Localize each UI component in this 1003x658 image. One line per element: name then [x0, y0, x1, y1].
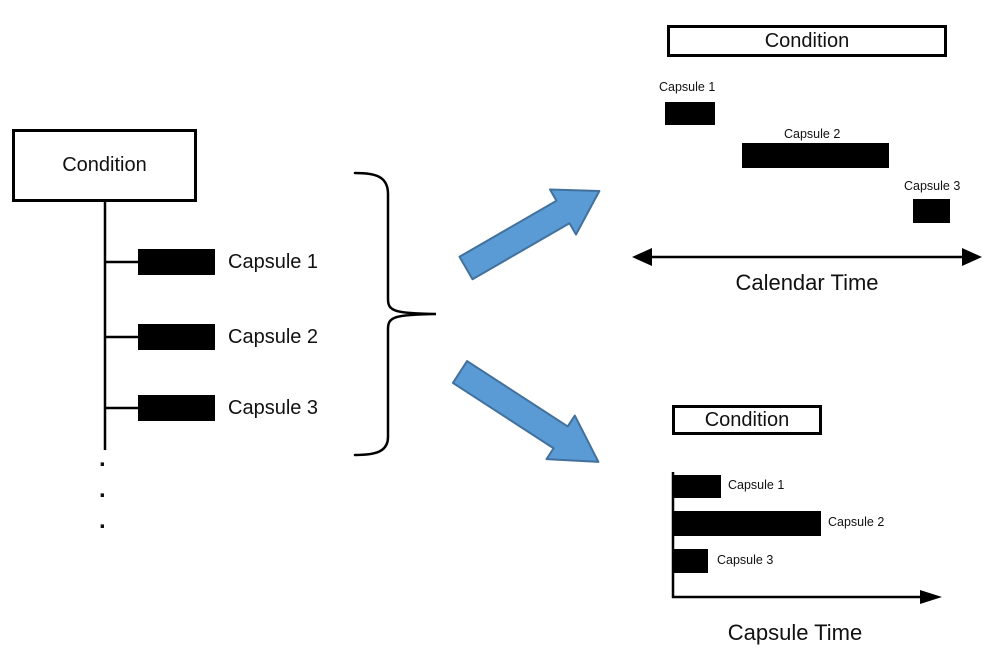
condition-label-capsule: Condition	[704, 408, 790, 431]
ellipsis-dot-3: .	[99, 507, 106, 534]
capsule-bar-capsuletime-3	[673, 549, 708, 573]
condition-box-left: Condition	[12, 129, 197, 202]
condition-box-capsule: Condition	[672, 405, 822, 435]
capsule-time-axis-arrowhead-icon	[920, 590, 942, 604]
capsule-bar-tree-1	[138, 249, 215, 275]
capsule-label-calendar-1: Capsule 1	[659, 80, 716, 94]
capsule-bar-capsuletime-1	[673, 475, 721, 498]
blue-arrow-down-right-icon	[451, 360, 600, 463]
capsule-bar-tree-2	[138, 324, 215, 350]
capsule-bar-capsuletime-2	[673, 511, 821, 536]
blue-arrow-up-right-icon	[458, 188, 601, 281]
capsule-label-tree-2: Capsule 2	[228, 326, 319, 348]
capsule-label-capsuletime-2: Capsule 2	[828, 515, 885, 529]
calendar-time-label: Calendar Time	[735, 270, 879, 295]
capsule-label-capsuletime-1: Capsule 1	[728, 478, 785, 492]
capsule-bar-calendar-1	[665, 102, 715, 125]
ellipsis-dot-2: .	[99, 476, 106, 503]
condition-box-calendar: Condition	[667, 25, 947, 57]
condition-label-calendar: Condition	[764, 29, 850, 52]
capsule-label-calendar-2: Capsule 2	[784, 127, 841, 141]
grouping-brace	[353, 171, 437, 457]
capsule-label-tree-1: Capsule 1	[228, 251, 319, 273]
ellipsis-dot-1: .	[99, 445, 106, 472]
capsule-label-capsuletime-3: Capsule 3	[717, 553, 774, 567]
capsule-label-calendar-3: Capsule 3	[904, 179, 961, 193]
capsule-bar-tree-3	[138, 395, 215, 421]
calendar-time-axis-right-arrowhead-icon	[962, 248, 982, 266]
condition-label-left: Condition	[62, 154, 147, 176]
capsule-bar-calendar-3	[913, 199, 950, 223]
capsule-bar-calendar-2	[742, 143, 889, 168]
capsule-time-label: Capsule Time	[727, 620, 863, 645]
calendar-time-axis-left-arrowhead-icon	[632, 248, 652, 266]
capsule-label-tree-3: Capsule 3	[228, 397, 319, 419]
